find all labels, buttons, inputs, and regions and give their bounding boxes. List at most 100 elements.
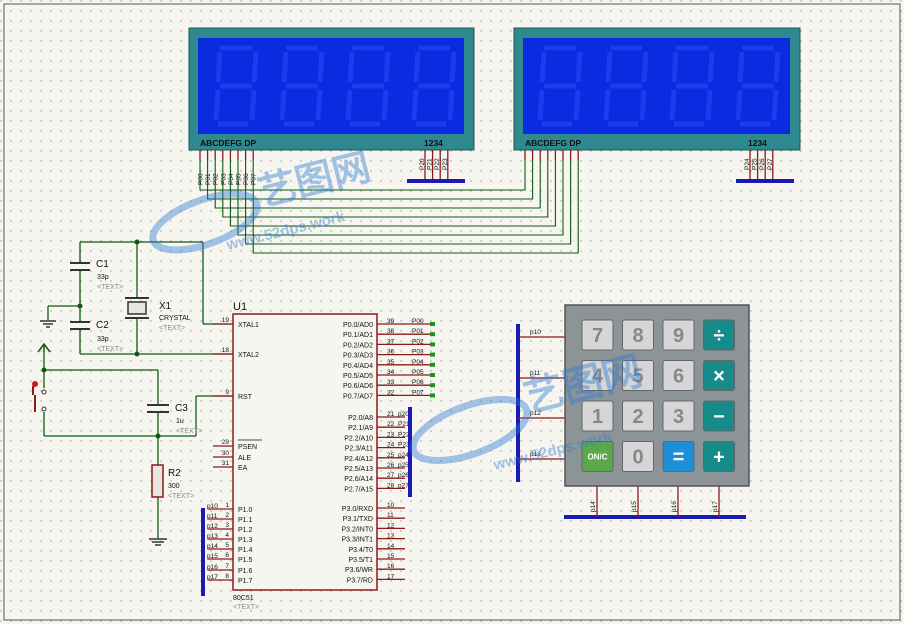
u1-pin-name: P2.5/A13: [344, 466, 373, 473]
segment-wire: [229, 160, 556, 227]
lcd-segment-pin-label: P07: [251, 173, 258, 185]
u1-pin-number: 30: [222, 450, 230, 457]
u1-pin-number: 27: [387, 472, 395, 479]
keypad-key-label: 0: [632, 447, 643, 469]
u1-pin-number: 22: [387, 421, 395, 428]
u1-net-label: P04: [412, 359, 424, 366]
u1-pin-name: P2.7/A15: [344, 486, 373, 493]
u1-port-terminal: [430, 362, 435, 367]
c1-text: <TEXT>: [97, 284, 123, 291]
keypad-row-net: p13: [530, 451, 541, 458]
keypad-key: [703, 441, 735, 472]
lcd-segment-pin-label: P02: [213, 173, 220, 185]
u1-pin-number: 14: [387, 543, 395, 550]
ground-symbol: [40, 320, 56, 328]
u1-pin-number: 19: [222, 317, 230, 324]
lcd-segment-pin-label: P00: [198, 173, 205, 185]
u1-pin-number: 2: [225, 512, 229, 519]
keypad-key-label: 2: [632, 406, 643, 428]
lcd-segment: [573, 89, 581, 121]
r2-resistor: [151, 464, 164, 498]
u1-pin-name: P0.0/AD0: [343, 322, 373, 329]
u1-net-label: p14: [207, 543, 218, 550]
u1-net-label: p15: [207, 553, 218, 560]
lcd-segment: [449, 51, 457, 83]
u1-pin-name: XTAL1: [238, 322, 259, 329]
u1-pin-number: 11: [387, 512, 394, 519]
u1-pin-name: P3.3/INT1: [341, 537, 373, 544]
u1-pin-name: P0.4/AD4: [343, 363, 373, 370]
u1-net-label: p17: [207, 574, 218, 581]
u1-pin-name: P3.2/INT0: [341, 526, 373, 533]
segment-wire: [199, 160, 526, 191]
lcd-display-left: ABCDEFG DP 1234: [188, 27, 475, 151]
u1-pin-number: 18: [222, 347, 230, 354]
ground-symbol-reset: [149, 538, 167, 546]
reset-button: [32, 381, 47, 412]
u1-pin-number: 28: [387, 482, 395, 489]
segment-wire: [237, 160, 564, 236]
u1-ref: U1: [233, 301, 247, 313]
keypad-key: [662, 441, 695, 472]
keypad-key: [581, 400, 614, 432]
lcd-segment: [639, 89, 647, 121]
r2-ref: R2: [168, 468, 181, 479]
segment-wires: [199, 160, 579, 254]
lcd-segment: [707, 51, 715, 83]
lcd-digit-pin-label: P22: [434, 158, 441, 170]
keypad-key-label: 9: [673, 325, 684, 347]
crystal-body: [127, 301, 147, 315]
c2-value: 33p: [97, 336, 109, 343]
segment-wire: [222, 160, 549, 218]
keypad-key: [581, 441, 614, 472]
u1-pin-name: RST: [238, 394, 253, 401]
u1-pin-name: P3.1/TXD: [343, 516, 373, 523]
segment-wire: [207, 160, 534, 200]
lcd-segment-pin-label: P05: [236, 173, 243, 185]
keypad-key-label: ON/C: [588, 453, 608, 462]
u1-pin-number: 7: [225, 563, 229, 570]
u1-pin-name: P1.1: [238, 517, 253, 524]
lcd-segment: [383, 51, 391, 83]
lcd-segment-pin-label: P04: [228, 173, 235, 185]
keypad-key-label: 8: [632, 325, 643, 347]
lcd-segment-pin-label: P03: [220, 173, 227, 185]
lcd-digit-pin-label: P24: [744, 158, 751, 170]
u1-net-label: P07: [412, 389, 424, 396]
lcd-left-digit-label: 1234: [424, 138, 443, 148]
lcd-segment: [413, 51, 421, 83]
u1-pin-name: XTAL2: [238, 352, 259, 359]
x1-ref: X1: [159, 301, 172, 312]
u1-pin-number: 6: [225, 552, 229, 559]
oscillator-circuit: [47, 241, 233, 355]
keypad-key: [622, 360, 654, 391]
c3-ref: C3: [175, 403, 188, 414]
u1-pin-name: P2.6/A14: [344, 476, 373, 483]
u1-pin-name: P2.3/A11: [345, 446, 373, 453]
u1-pin-name: P1.3: [238, 537, 253, 544]
u1-port-terminal: [430, 332, 435, 337]
u1-net-label: P22: [398, 431, 410, 438]
u1-pin-name: P3.5/T1: [348, 557, 373, 564]
u1-part: 80C51: [233, 595, 254, 602]
u1-net-label: P00: [412, 318, 424, 325]
keypad-key: [662, 319, 695, 351]
keypad-key: [581, 360, 614, 391]
u1-net-label: p26: [398, 472, 409, 479]
lcd-digit-pin-label: P26: [759, 158, 766, 170]
lcd-digit-pin-label: P20: [419, 158, 426, 170]
u1-pin-number: 32: [387, 389, 395, 396]
lcd-digit-pin-label: P25: [752, 158, 759, 170]
u1-pin-number: 3: [225, 522, 229, 529]
u1-port-terminal: [430, 383, 435, 388]
lcd-digit-pin-label: P27: [767, 158, 774, 170]
u1-pin-number: 10: [387, 502, 395, 509]
lcd-segment-pin-label: P01: [205, 173, 212, 185]
c2-text: <TEXT>: [97, 346, 123, 353]
keypad-key-label: −: [713, 406, 725, 428]
u1-net-label: P01: [412, 328, 424, 335]
u1-pin-number: 5: [225, 542, 229, 549]
keypad-key-label: 6: [673, 366, 684, 388]
